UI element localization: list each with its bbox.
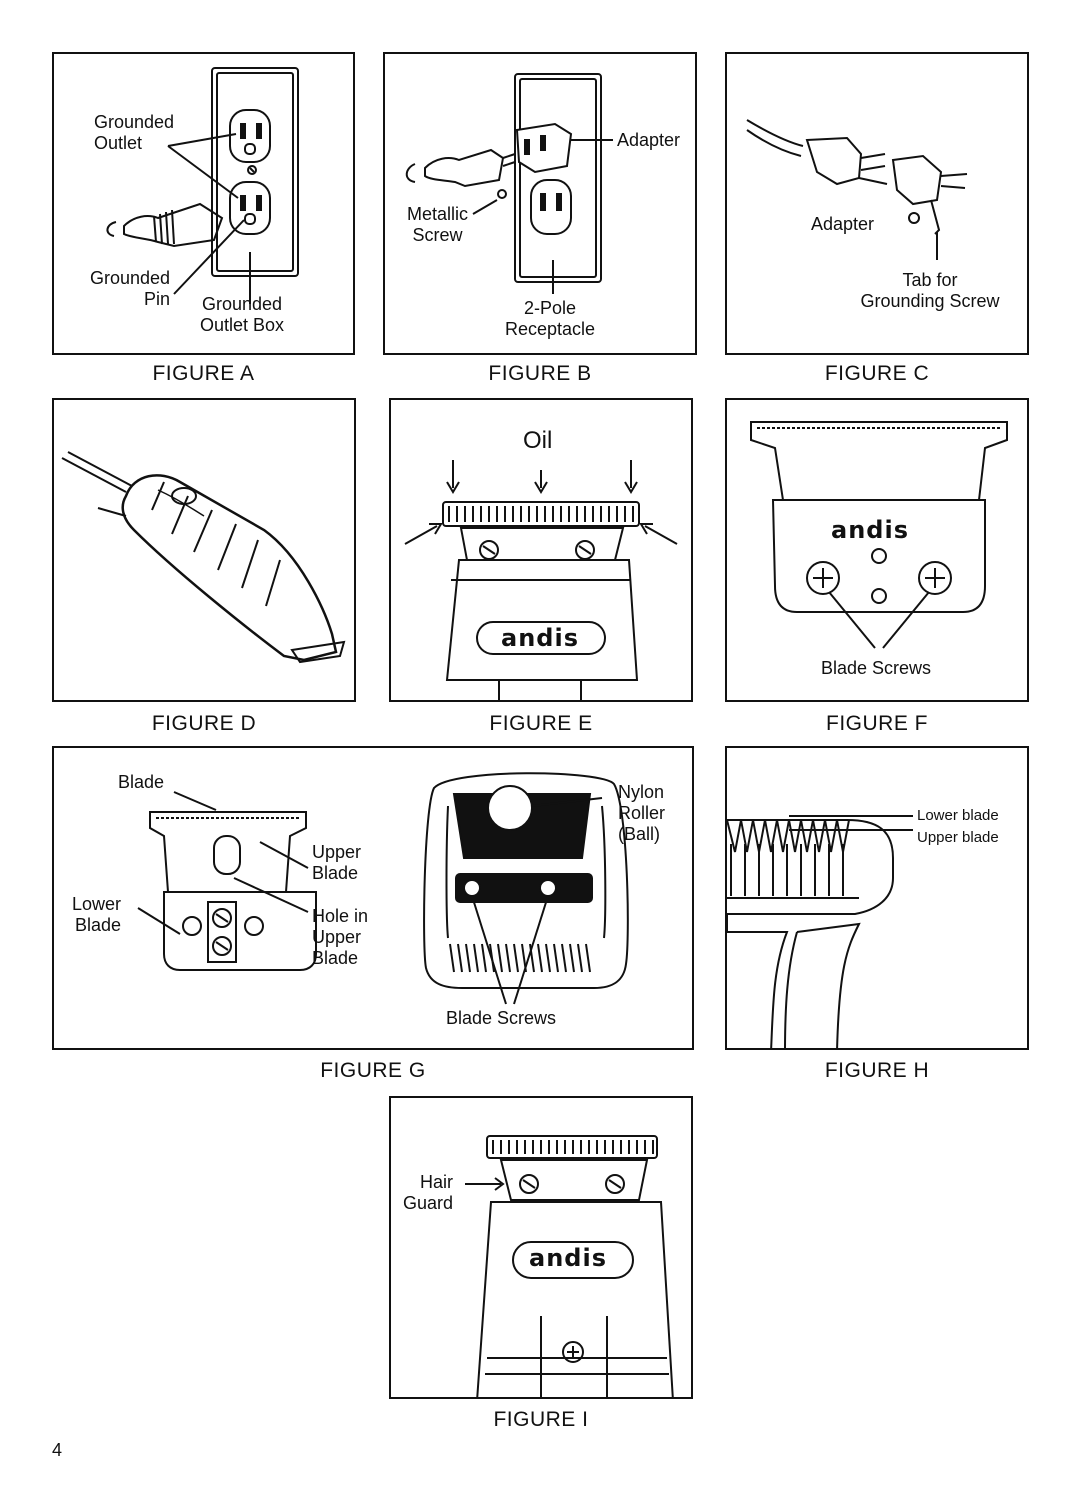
adapter-plug-illustration [746,119,968,260]
oil-label: Oil [523,427,553,454]
figure-b-caption: FIGURE B [488,362,592,385]
hair-guard-label: Hair Guard [403,1172,454,1213]
grounded-outlet-box-label: Grounded Outlet Box [200,294,285,335]
figure-i-caption: FIGURE I [493,1408,589,1431]
andis-logo: andis [501,624,579,652]
lower-blade-label: Lower Blade [72,894,122,935]
blade-assembly-illustration [137,772,629,1005]
figure-d-caption: FIGURE D [151,712,257,735]
blade-label: Blade [118,772,165,792]
figure-h-caption: FIGURE H [824,1059,930,1082]
figure-c-caption: FIGURE C [824,362,930,385]
blade-alignment-illustration [727,815,913,1048]
figure-e-caption: FIGURE E [489,712,593,735]
blade-screws-label: Blade Screws [821,658,932,678]
metallic-screw-label: Metallic Screw [407,204,469,245]
hole-in-upper-blade-label: Hole in Upper Blade [312,906,369,968]
figure-g-caption: FIGURE G [320,1059,426,1082]
figure-h-panel: Lower blade Upper blade [725,746,1029,1050]
andis-logo: andis [831,516,909,544]
figure-g-panel: Blade Upper Blade Lower Blade Hole in Up… [52,746,694,1050]
t-blade-illustration [750,421,1008,649]
two-pole-receptacle-label: 2-Pole Receptacle [505,298,596,339]
figure-b-panel: Adapter Metallic Screw 2-Pole Receptacle [383,52,697,355]
upper-blade-label: Upper Blade [312,842,362,883]
adapter-label: Adapter [617,130,681,150]
andis-logo: andis [529,1244,607,1272]
figure-a-caption: FIGURE A [152,362,255,385]
figure-f-panel: andis Blade Screws [725,398,1029,702]
figure-a-panel: Grounded Outlet Grounded Pin Grounded Ou… [52,52,355,355]
adapter-label: Adapter [811,214,875,234]
tab-grounding-screw-label: Tab for Grounding Screw [860,270,1000,311]
grounded-outlet-label: Grounded Outlet [94,112,175,153]
grounded-pin-label: Grounded Pin [90,268,171,309]
adapter-receptacle-illustration [405,73,613,294]
trimmer-front-oil-illustration [404,460,678,700]
nylon-roller-label: Nylon Roller (Ball) [618,782,666,844]
hair-guard-illustration [465,1135,674,1397]
figure-e-panel: Oil andis [389,398,693,702]
figure-f-caption: FIGURE F [826,712,928,735]
outlet-illustration [106,67,299,304]
lower-blade-label: Lower blade [917,807,999,824]
figure-i-panel: Hair Guard andis [389,1096,693,1399]
figure-d-panel [52,398,356,702]
trimmer-side-illustration [61,451,346,664]
upper-blade-label: Upper blade [917,829,999,846]
page-number: 4 [52,1440,63,1460]
blade-screws-label: Blade Screws [446,1008,557,1028]
figure-c-panel: Adapter Tab for Grounding Screw [725,52,1029,355]
